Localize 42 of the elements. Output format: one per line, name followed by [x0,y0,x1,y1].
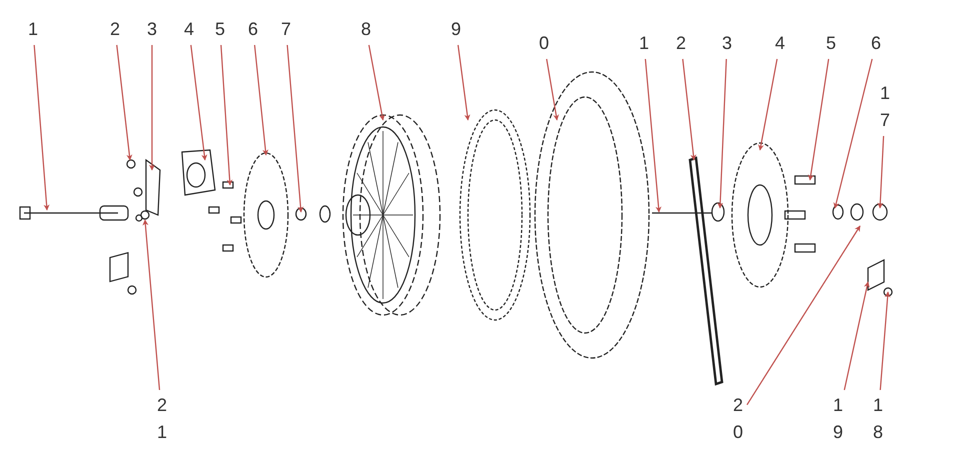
callout-number: 1 7 [878,80,892,134]
leader-line [844,281,870,390]
leader-line [34,44,50,211]
callout-number: 2 1 [155,392,169,446]
leader-line [254,44,268,156]
leader-line [877,136,884,209]
callout-number: 2 [674,30,688,57]
callout-number: 8 [359,16,373,43]
callout-number: 1 [26,16,40,43]
leader-line [758,58,778,151]
callout-number: 6 [869,30,883,57]
callout-number: 5 [213,16,227,43]
leader-line [190,44,208,161]
callout-number: 7 [279,16,293,43]
leader-line [833,58,873,209]
leader-line [457,44,470,121]
leader-line [717,58,727,209]
leader-line [116,44,132,161]
leader-line [644,58,662,213]
leader-line [149,45,155,171]
callout-number: 1 [637,30,651,57]
leader-line [880,291,891,390]
callout-number: 4 [773,30,787,57]
callout-number: 2 0 [731,392,745,446]
callout-number: 5 [824,30,838,57]
callout-number: 3 [145,16,159,43]
callout-number: 3 [720,30,734,57]
callout-number: 9 [449,16,463,43]
leader-line [746,226,860,406]
leader-line [220,44,233,186]
leader-line [808,58,830,181]
callout-number: 2 [108,16,122,43]
leader-line [286,44,304,213]
callout-number: 0 [537,30,551,57]
callout-number: 1 8 [871,392,885,446]
callout-number: 4 [182,16,196,43]
leader-line [142,219,160,390]
callout-number: 6 [246,16,260,43]
leader-line [682,58,696,161]
leader-line [368,44,385,121]
leader-line [546,58,560,121]
callout-number: 1 9 [831,392,845,446]
